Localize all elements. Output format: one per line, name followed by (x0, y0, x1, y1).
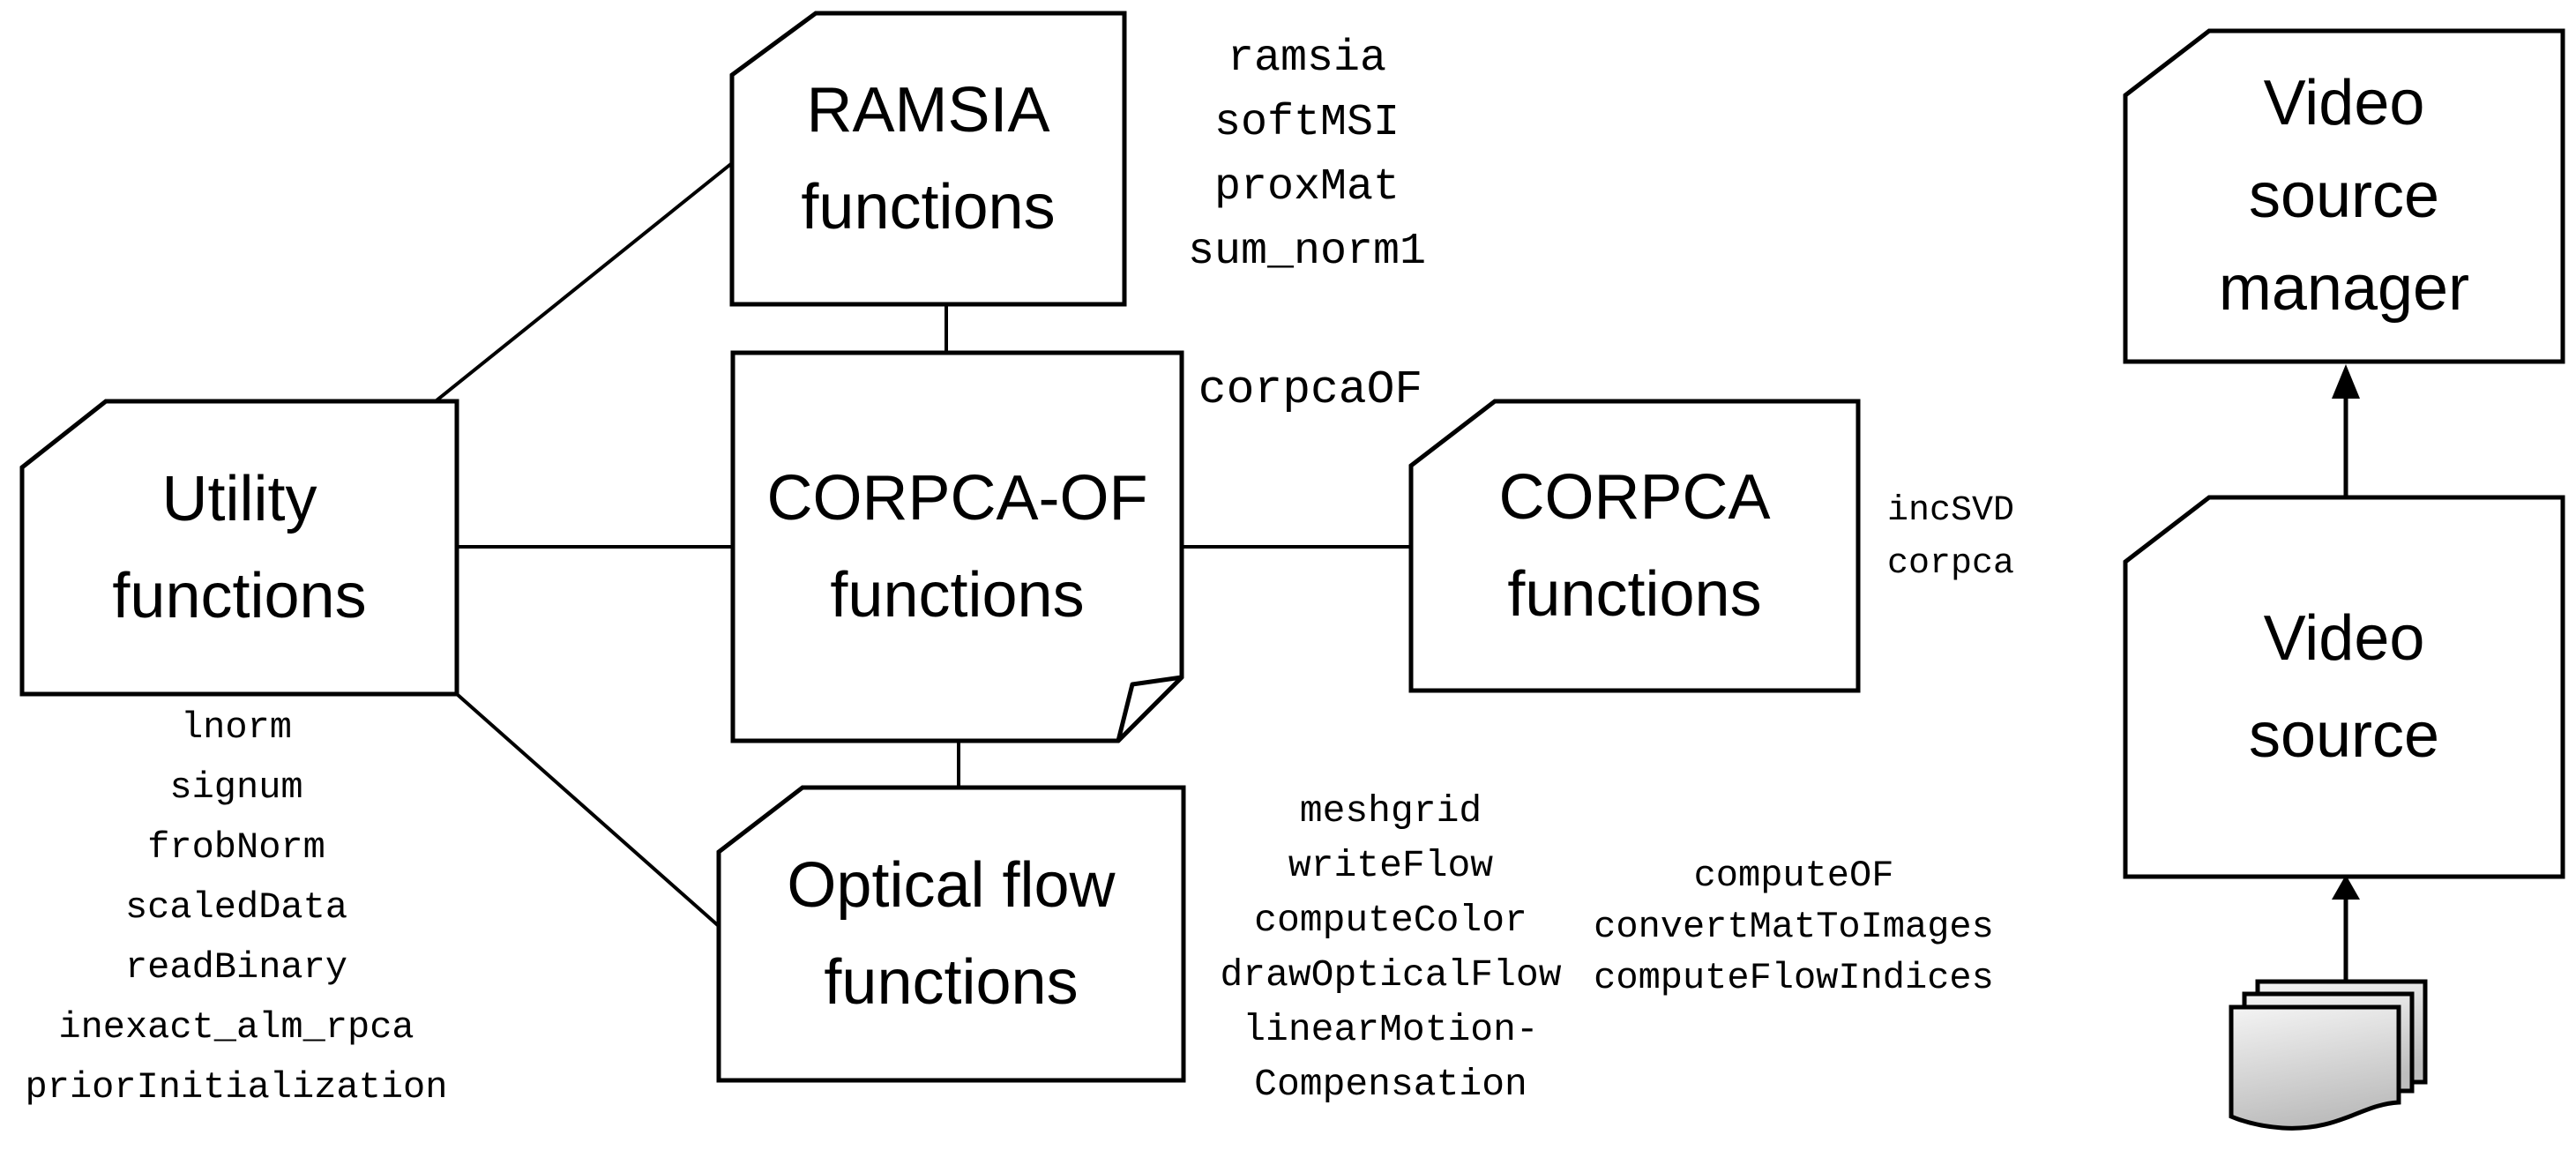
arrow-stack-to-video-source (2332, 875, 2360, 982)
corpca-of-functions-box (730, 350, 1184, 743)
document-stack-icon (2229, 979, 2428, 1131)
video-source-box (2123, 495, 2565, 879)
optical-flow-functions-box (716, 785, 1186, 1083)
arrow-up-icon (2332, 875, 2360, 900)
connector-utility-ramsia (435, 161, 734, 402)
arrow-video-source-to-manager (2332, 364, 2360, 497)
utility-functions-box (19, 399, 459, 697)
video-source-manager-box (2123, 28, 2565, 364)
connector-utility-opticalflow (455, 692, 721, 929)
arrow-up-icon (2332, 364, 2360, 399)
stack-page-front (2229, 1004, 2401, 1131)
corpca-functions-box (1408, 399, 1861, 693)
corpca-of-fold-corner (1116, 675, 1184, 743)
ramsia-functions-box (729, 11, 1127, 307)
